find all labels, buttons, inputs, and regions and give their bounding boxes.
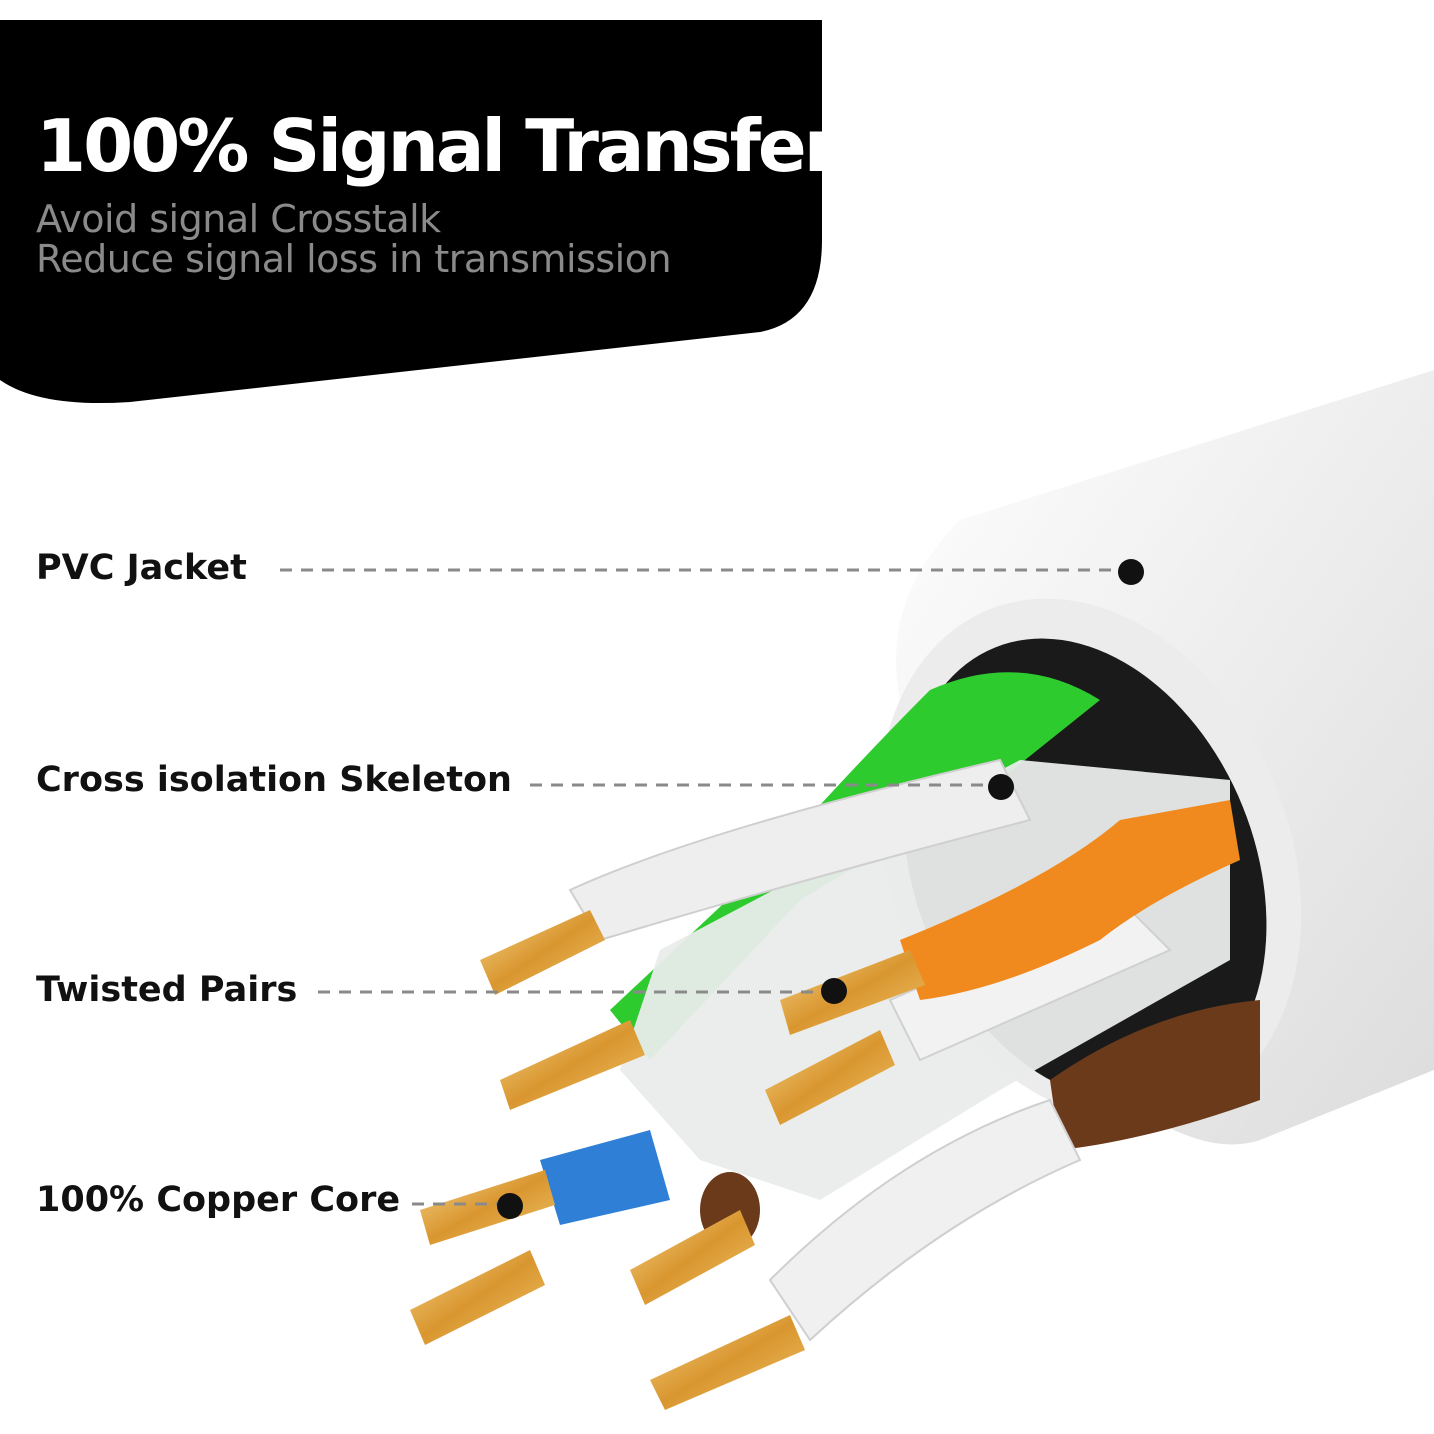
callout-dot-copper <box>497 1193 523 1219</box>
brown-pair <box>1050 1000 1260 1150</box>
feature-crosstalk: Avoid signal Crosstalk <box>36 197 441 241</box>
callout-dot-skeleton <box>988 774 1014 800</box>
headline: 100% Signal Transfer <box>36 104 839 188</box>
blue-wire <box>540 1130 670 1225</box>
callout-dot-jacket <box>1118 559 1144 585</box>
label-cross-skeleton: Cross isolation Skeleton <box>36 760 512 800</box>
label-twisted-pairs: Twisted Pairs <box>36 970 298 1010</box>
orange-wire <box>900 800 1240 1000</box>
feature-signal-loss: Reduce signal loss in transmission <box>36 237 672 281</box>
label-pvc-jacket: PVC Jacket <box>36 548 247 588</box>
label-copper-core: 100% Copper Core <box>36 1180 401 1220</box>
callout-dot-pairs <box>821 978 847 1004</box>
white-wire-top <box>568 758 1032 942</box>
callout-lines <box>280 568 1120 1206</box>
copper-cores <box>410 910 925 1410</box>
white-wire-bottom <box>768 1098 1082 1342</box>
